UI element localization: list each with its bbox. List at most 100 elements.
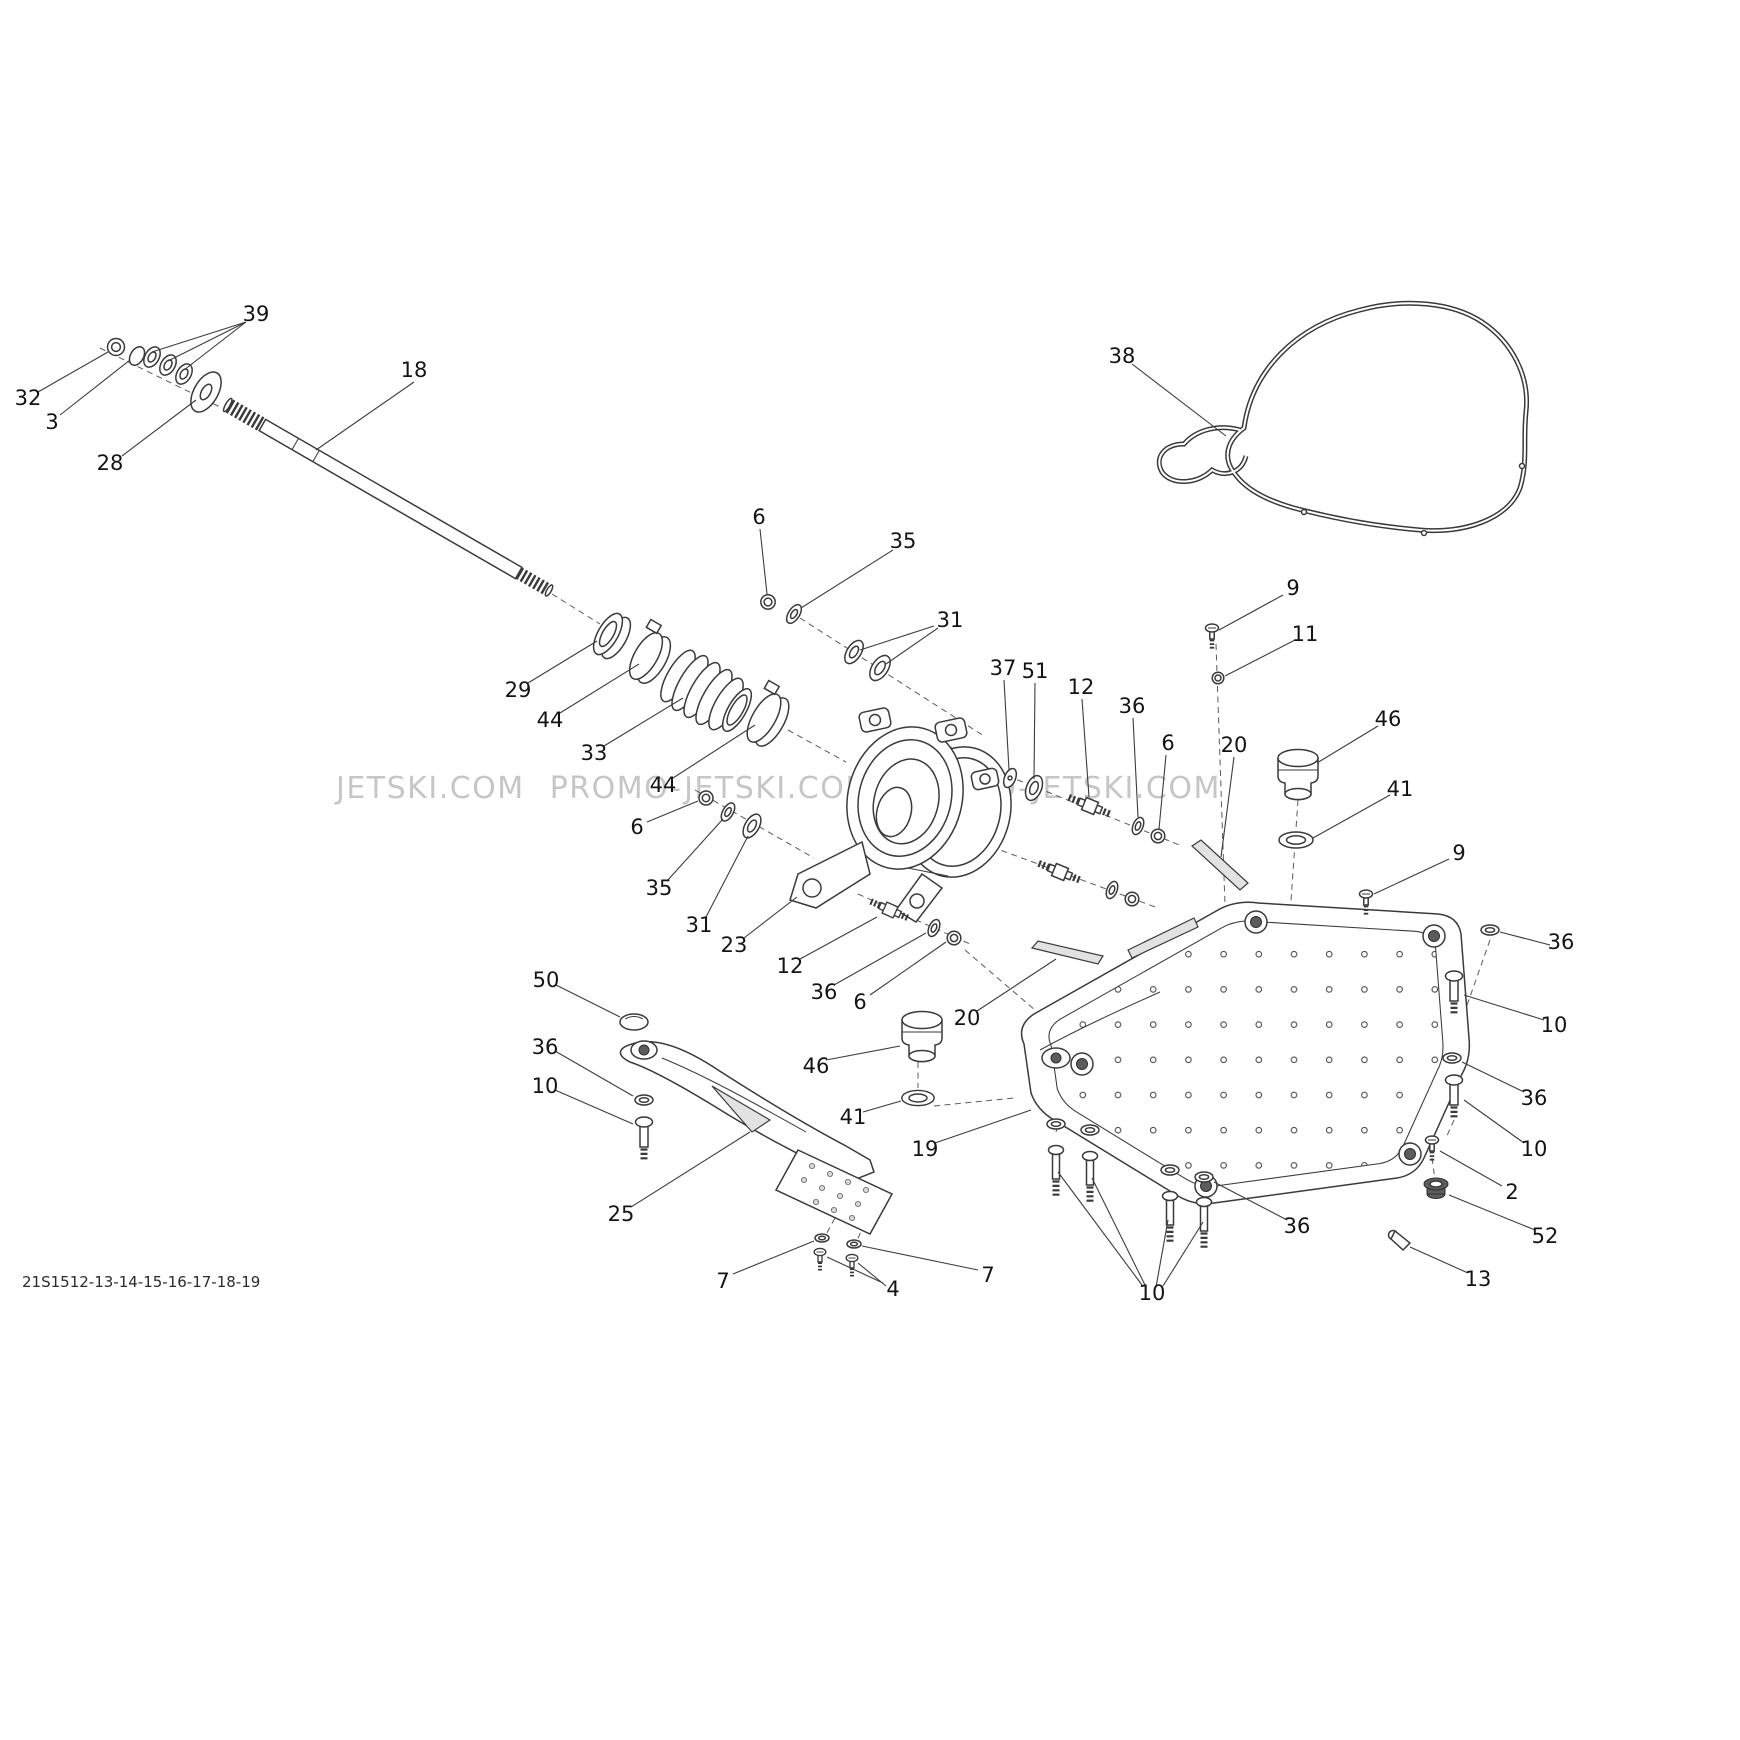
part-washer-36f [1194, 1171, 1214, 1183]
callout-39: 39 [243, 302, 270, 326]
diagram-shape [1429, 1180, 1443, 1188]
diagram-shape [760, 594, 776, 610]
leader-line-23 [743, 896, 798, 939]
diagram-shape [862, 1186, 870, 1194]
part-stud-12c [1036, 857, 1084, 886]
diagram-shape [1083, 1152, 1098, 1205]
callout-44: 44 [537, 708, 564, 732]
part-nut-32 [106, 337, 126, 357]
diagram-shape [933, 1097, 1015, 1107]
diagram-shape [964, 949, 1043, 1017]
callout-7: 7 [981, 1263, 994, 1287]
callout-6: 6 [752, 505, 765, 529]
part-washer-36i [1080, 1124, 1100, 1136]
diagram-shape [199, 383, 213, 401]
diagram-shape [1046, 1118, 1066, 1130]
diagram-shape [628, 632, 664, 680]
callout-38: 38 [1109, 344, 1136, 368]
diagram-shape [1049, 1146, 1064, 1199]
callout-6: 6 [853, 990, 866, 1014]
diagram-shape [179, 368, 189, 380]
callout-10: 10 [1139, 1281, 1166, 1305]
diagram-shape [163, 359, 173, 371]
diagram-shape [1134, 821, 1142, 831]
diagram-shape [1480, 924, 1500, 936]
part-impeller-housing-23 [789, 707, 1012, 923]
housing-stud-rows [1002, 767, 1166, 907]
callout-25: 25 [608, 1202, 635, 1226]
diagram-shape [1250, 916, 1262, 928]
shoe-plate [774, 1149, 894, 1235]
leader-line-7 [732, 1240, 815, 1275]
callout-35: 35 [646, 876, 673, 900]
diagram-shape [987, 767, 1183, 847]
leader-line-20 [1220, 756, 1235, 858]
callout-6: 6 [1161, 731, 1174, 755]
diagram-shape [1048, 920, 1444, 1187]
diagram-shape [110, 341, 122, 353]
diagram-shape [802, 878, 822, 898]
leader-line-46 [825, 1045, 901, 1061]
leader-line-44 [559, 663, 640, 714]
callout-23: 23 [721, 933, 748, 957]
part-washer-36a [1131, 816, 1145, 836]
leader-line-20 [976, 958, 1057, 1012]
callout-2: 2 [1505, 1180, 1518, 1204]
diagram-shape [868, 713, 882, 727]
part-ride-shoe-25 [619, 1013, 894, 1278]
part-washer-36b [1480, 924, 1500, 936]
diagram-shape [818, 1184, 826, 1192]
leader-line-19 [934, 1109, 1032, 1144]
diagram-shape [944, 723, 958, 737]
diagram-shape [592, 612, 624, 656]
callout-29: 29 [505, 678, 532, 702]
leader-line-4 [857, 1262, 887, 1287]
diagram-shape [638, 1044, 650, 1056]
diagram-shape [1028, 780, 1040, 796]
leader-line-36 [554, 1050, 634, 1097]
diagram-shape [854, 1200, 862, 1208]
diagram-shape [763, 679, 781, 696]
diagram-shape [1225, 300, 1530, 534]
diagram-shape [1404, 1148, 1416, 1160]
part-bolt-10d2 [1083, 1152, 1098, 1205]
part-shim-20b [1030, 940, 1104, 965]
shoe-mount [630, 1040, 658, 1060]
part-grommet-52 [1423, 1177, 1449, 1199]
leader-line-46 [1316, 725, 1379, 764]
callout-9: 9 [1286, 576, 1299, 600]
part-nut-6e [1124, 891, 1140, 907]
part-washer-7a [814, 1233, 830, 1243]
leader-line-12 [799, 916, 878, 960]
diagram-shape [746, 693, 782, 743]
housing-ear-c [970, 767, 1000, 791]
diagram-shape [1158, 426, 1247, 483]
callout-36: 36 [1119, 694, 1146, 718]
part-washer-7b [846, 1239, 862, 1249]
leader-line-33 [603, 697, 684, 747]
leader-line-36 [1461, 1061, 1525, 1093]
callout-10: 10 [532, 1074, 559, 1098]
part-washer-35b [720, 802, 736, 822]
diagram-shape [1194, 1171, 1214, 1183]
leader-line-25 [630, 1131, 751, 1208]
callout-36: 36 [1284, 1214, 1311, 1238]
leader-line-29 [527, 640, 598, 684]
leader-line-6 [869, 941, 947, 996]
callout-7: 7 [716, 1269, 729, 1293]
part-seal-ring-41a [1278, 831, 1314, 849]
leader-line-38 [1131, 363, 1227, 437]
diagram-shape [1160, 1164, 1180, 1176]
part-washer-36g [1105, 880, 1119, 900]
diagram-shape [746, 693, 782, 743]
leader-line-41 [862, 1100, 902, 1113]
leader-line-37 [1003, 679, 1010, 771]
diagram-shape [930, 923, 938, 933]
callout-31: 31 [937, 608, 964, 632]
diagram-shape [1390, 1229, 1412, 1252]
diagram-shape [826, 1170, 834, 1178]
diagram-shape [1277, 748, 1319, 801]
callout-36: 36 [532, 1035, 559, 1059]
diagram-shape [1191, 839, 1249, 891]
